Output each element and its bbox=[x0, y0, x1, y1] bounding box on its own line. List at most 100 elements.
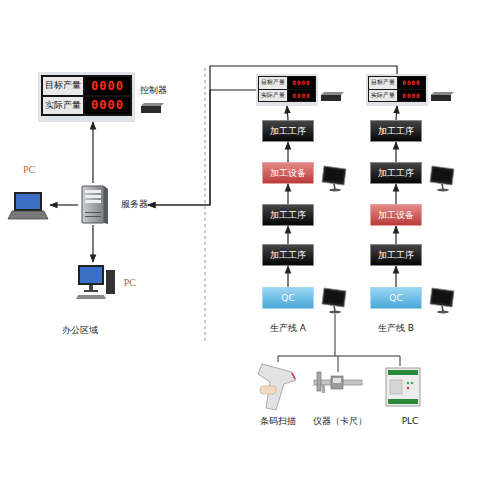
pc-node: PC bbox=[8, 164, 50, 224]
process-label: QC bbox=[389, 293, 402, 303]
flow-connector bbox=[287, 106, 288, 120]
process-box: 加工工序 bbox=[370, 162, 422, 184]
process-label: 加工工序 bbox=[270, 209, 306, 222]
device-caption: 仪器（卡尺） bbox=[313, 415, 367, 428]
terminal-monitor bbox=[322, 166, 346, 192]
digit-readout: 0000 bbox=[85, 77, 130, 95]
plc-unit bbox=[388, 370, 418, 375]
flow-connector bbox=[148, 66, 397, 205]
laptop-icon bbox=[14, 192, 42, 211]
digit-readout: 0000 bbox=[288, 77, 315, 89]
server-icon bbox=[85, 190, 101, 193]
process-label: 加工工序 bbox=[378, 167, 414, 180]
controller-device bbox=[321, 92, 344, 101]
display-board: 目标产量0000实际产量0000 bbox=[38, 72, 135, 122]
plc-unit bbox=[386, 368, 420, 406]
plc-unit bbox=[407, 387, 409, 389]
digit-readout: 0000 bbox=[398, 90, 425, 102]
flow-connector bbox=[287, 142, 288, 162]
process-label: 加工工序 bbox=[378, 125, 414, 138]
flow-connector bbox=[50, 204, 78, 205]
device-caption: PLC bbox=[402, 416, 419, 426]
flow-connector bbox=[395, 184, 396, 204]
flow-connector bbox=[287, 266, 288, 287]
server-icon bbox=[85, 212, 101, 213]
barcode-scanner bbox=[258, 364, 296, 410]
flow-connector bbox=[395, 266, 396, 287]
flow-connector bbox=[148, 90, 256, 205]
qc-box: QC bbox=[370, 287, 422, 309]
desktop-icon bbox=[106, 270, 115, 294]
process-box: 加工工序 bbox=[262, 244, 314, 266]
equipment-box: 加工设备 bbox=[370, 204, 422, 226]
terminal-monitor bbox=[432, 168, 452, 182]
controller-box: 控制器 bbox=[140, 84, 176, 114]
terminal-monitor bbox=[437, 189, 449, 192]
caliper-tool bbox=[314, 372, 362, 393]
server-icon bbox=[85, 216, 101, 217]
area-label: 生产线 A bbox=[270, 322, 306, 335]
terminal-monitor bbox=[329, 189, 341, 192]
plc-unit bbox=[407, 382, 409, 384]
server-icon bbox=[82, 186, 104, 223]
plc-unit bbox=[411, 382, 413, 384]
board-label: 实际产量 bbox=[369, 90, 397, 102]
flow-connector bbox=[395, 142, 396, 162]
process-box: 加工工序 bbox=[262, 204, 314, 226]
desktop-icon bbox=[80, 267, 102, 283]
plc-unit bbox=[388, 399, 418, 404]
controller-device bbox=[321, 92, 344, 95]
process-box: 加工工序 bbox=[262, 120, 314, 142]
terminal-monitor bbox=[322, 166, 346, 185]
process-label: 加工工序 bbox=[378, 249, 414, 262]
qc-box: QC bbox=[262, 287, 314, 309]
process-box: 加工工序 bbox=[370, 120, 422, 142]
device-caption: 条码扫描 bbox=[260, 415, 296, 428]
digit-readout: 0000 bbox=[398, 77, 425, 89]
display-board: 目标产量0000实际产量0000 bbox=[366, 74, 428, 106]
server-node: 服务器 bbox=[78, 183, 148, 225]
desktop-icon bbox=[76, 295, 106, 299]
process-label: 加工工序 bbox=[270, 249, 306, 262]
barcode-scanner bbox=[260, 386, 276, 394]
terminal-monitor bbox=[432, 290, 452, 304]
device-label: 服务器 bbox=[121, 198, 148, 211]
terminal-monitor bbox=[329, 311, 341, 314]
process-box: 加工工序 bbox=[370, 244, 422, 266]
terminal-monitor bbox=[437, 311, 449, 314]
server-icon bbox=[85, 195, 101, 198]
digit-readout: 0000 bbox=[288, 90, 315, 102]
terminal-monitor bbox=[322, 288, 346, 307]
controller-device bbox=[141, 103, 164, 106]
pc-node: PC bbox=[74, 262, 136, 302]
laptop-icon bbox=[8, 211, 48, 219]
desktop-icon bbox=[76, 265, 115, 299]
area-label: 办公区域 bbox=[62, 324, 98, 337]
display-board: 目标产量0000实际产量0000 bbox=[256, 74, 318, 106]
terminal-monitor bbox=[334, 184, 335, 189]
flow-connector bbox=[287, 184, 288, 204]
controller-device bbox=[431, 92, 454, 101]
caliper-tool bbox=[322, 385, 325, 393]
controller-device bbox=[321, 95, 341, 101]
terminal-monitor bbox=[430, 288, 454, 307]
controller-device bbox=[431, 95, 451, 101]
laptop-icon bbox=[8, 192, 48, 219]
caliper-tool bbox=[317, 372, 321, 391]
flow-connector bbox=[396, 106, 397, 120]
board-label: 目标产量 bbox=[259, 77, 287, 89]
terminal-monitor bbox=[442, 306, 443, 311]
server-icon bbox=[104, 186, 108, 224]
process-label: 加工工序 bbox=[270, 125, 306, 138]
plc-unit bbox=[386, 368, 420, 406]
terminal-monitor bbox=[324, 290, 344, 304]
flow-connector bbox=[92, 122, 93, 183]
process-label: 加工设备 bbox=[378, 209, 414, 222]
process-label: QC bbox=[281, 293, 294, 303]
desktop-icon bbox=[78, 265, 104, 285]
device-label: 控制器 bbox=[140, 84, 167, 97]
barcode-scanner bbox=[292, 373, 295, 379]
plc-unit bbox=[390, 380, 402, 394]
device-label: PC bbox=[23, 164, 35, 175]
